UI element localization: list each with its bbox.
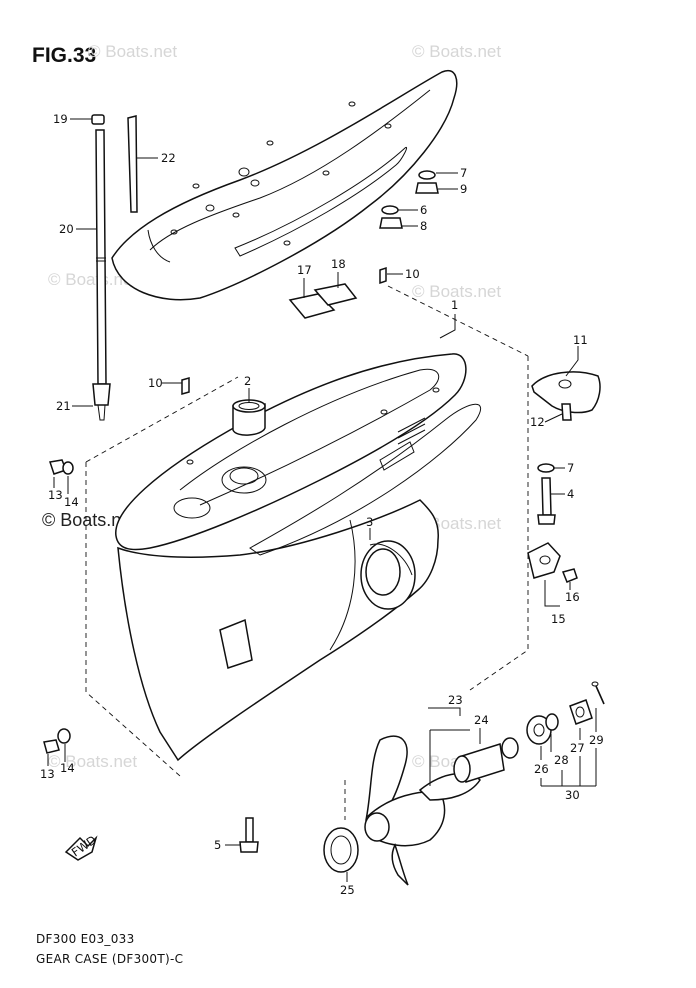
callout-27: 27 <box>570 741 585 755</box>
callout-19: 19 <box>53 112 68 126</box>
callout-3: 3 <box>366 515 373 529</box>
callout-10-left: 10 <box>148 376 163 390</box>
callout-20: 20 <box>59 222 74 236</box>
shift-rod-assembly <box>91 114 138 421</box>
watermark: © Boats.net <box>48 752 138 771</box>
callout-22: 22 <box>161 151 176 165</box>
watermark: © Boats.net <box>412 282 502 301</box>
fwd-arrow-icon: FWD <box>64 833 99 861</box>
model-code: DF300 E03_033 <box>36 932 135 946</box>
callout-9: 9 <box>460 182 467 196</box>
callout-14-bottom: 14 <box>60 761 75 775</box>
callout-18: 18 <box>331 257 346 271</box>
spacers-17-18 <box>288 283 358 319</box>
callout-28: 28 <box>554 753 569 767</box>
leader-lines <box>47 118 597 882</box>
callout-13-top: 13 <box>48 488 63 502</box>
callout-17: 17 <box>297 263 312 277</box>
callout-10-top: 10 <box>405 267 420 281</box>
callout-6: 6 <box>420 203 427 217</box>
propeller <box>323 735 481 886</box>
top-cover <box>111 69 458 301</box>
callout-1: 1 <box>451 298 458 312</box>
figure-title: FIG.33 <box>32 44 97 67</box>
callout-2: 2 <box>244 374 251 388</box>
figure-caption: GEAR CASE (DF300T)-C <box>36 952 184 966</box>
callout-23: 23 <box>448 693 463 707</box>
hardware-top-right <box>379 170 439 285</box>
callout-29: 29 <box>589 733 604 747</box>
callout-21: 21 <box>56 399 71 413</box>
gear-case-housing <box>85 285 529 777</box>
callout-7-top: 7 <box>460 166 467 180</box>
bolt-5 <box>239 817 259 853</box>
watermark: © Boats.net <box>412 42 502 61</box>
callout-8: 8 <box>420 219 427 233</box>
bearing-3 <box>360 540 416 610</box>
callout-13-bottom: 13 <box>40 767 55 781</box>
callout-12: 12 <box>530 415 545 429</box>
watermark: © Boats.net <box>88 42 178 61</box>
trim-tab-anode-11 <box>531 371 601 421</box>
bearing-2 <box>181 377 266 436</box>
callout-7-mid: 7 <box>567 461 574 475</box>
callout-5: 5 <box>214 838 221 852</box>
callout-30: 30 <box>565 788 580 802</box>
callout-25: 25 <box>340 883 355 897</box>
anode-15 <box>527 542 578 583</box>
callout-14-top: 14 <box>64 495 79 509</box>
drain-screws <box>43 459 74 754</box>
callout-11: 11 <box>573 333 588 347</box>
watermark: © Boats.net <box>42 510 137 530</box>
watermark: © Boats.net <box>48 270 138 289</box>
callout-16: 16 <box>565 590 580 604</box>
prop-hardware <box>453 681 605 783</box>
bolt-4 <box>537 463 556 525</box>
callout-26: 26 <box>534 762 549 776</box>
callout-4: 4 <box>567 487 574 501</box>
callout-24: 24 <box>474 713 489 727</box>
callout-15: 15 <box>551 612 566 626</box>
callout-numbers: 1 2 3 4 5 6 7 7 8 9 10 10 11 12 13 13 14… <box>40 112 604 897</box>
